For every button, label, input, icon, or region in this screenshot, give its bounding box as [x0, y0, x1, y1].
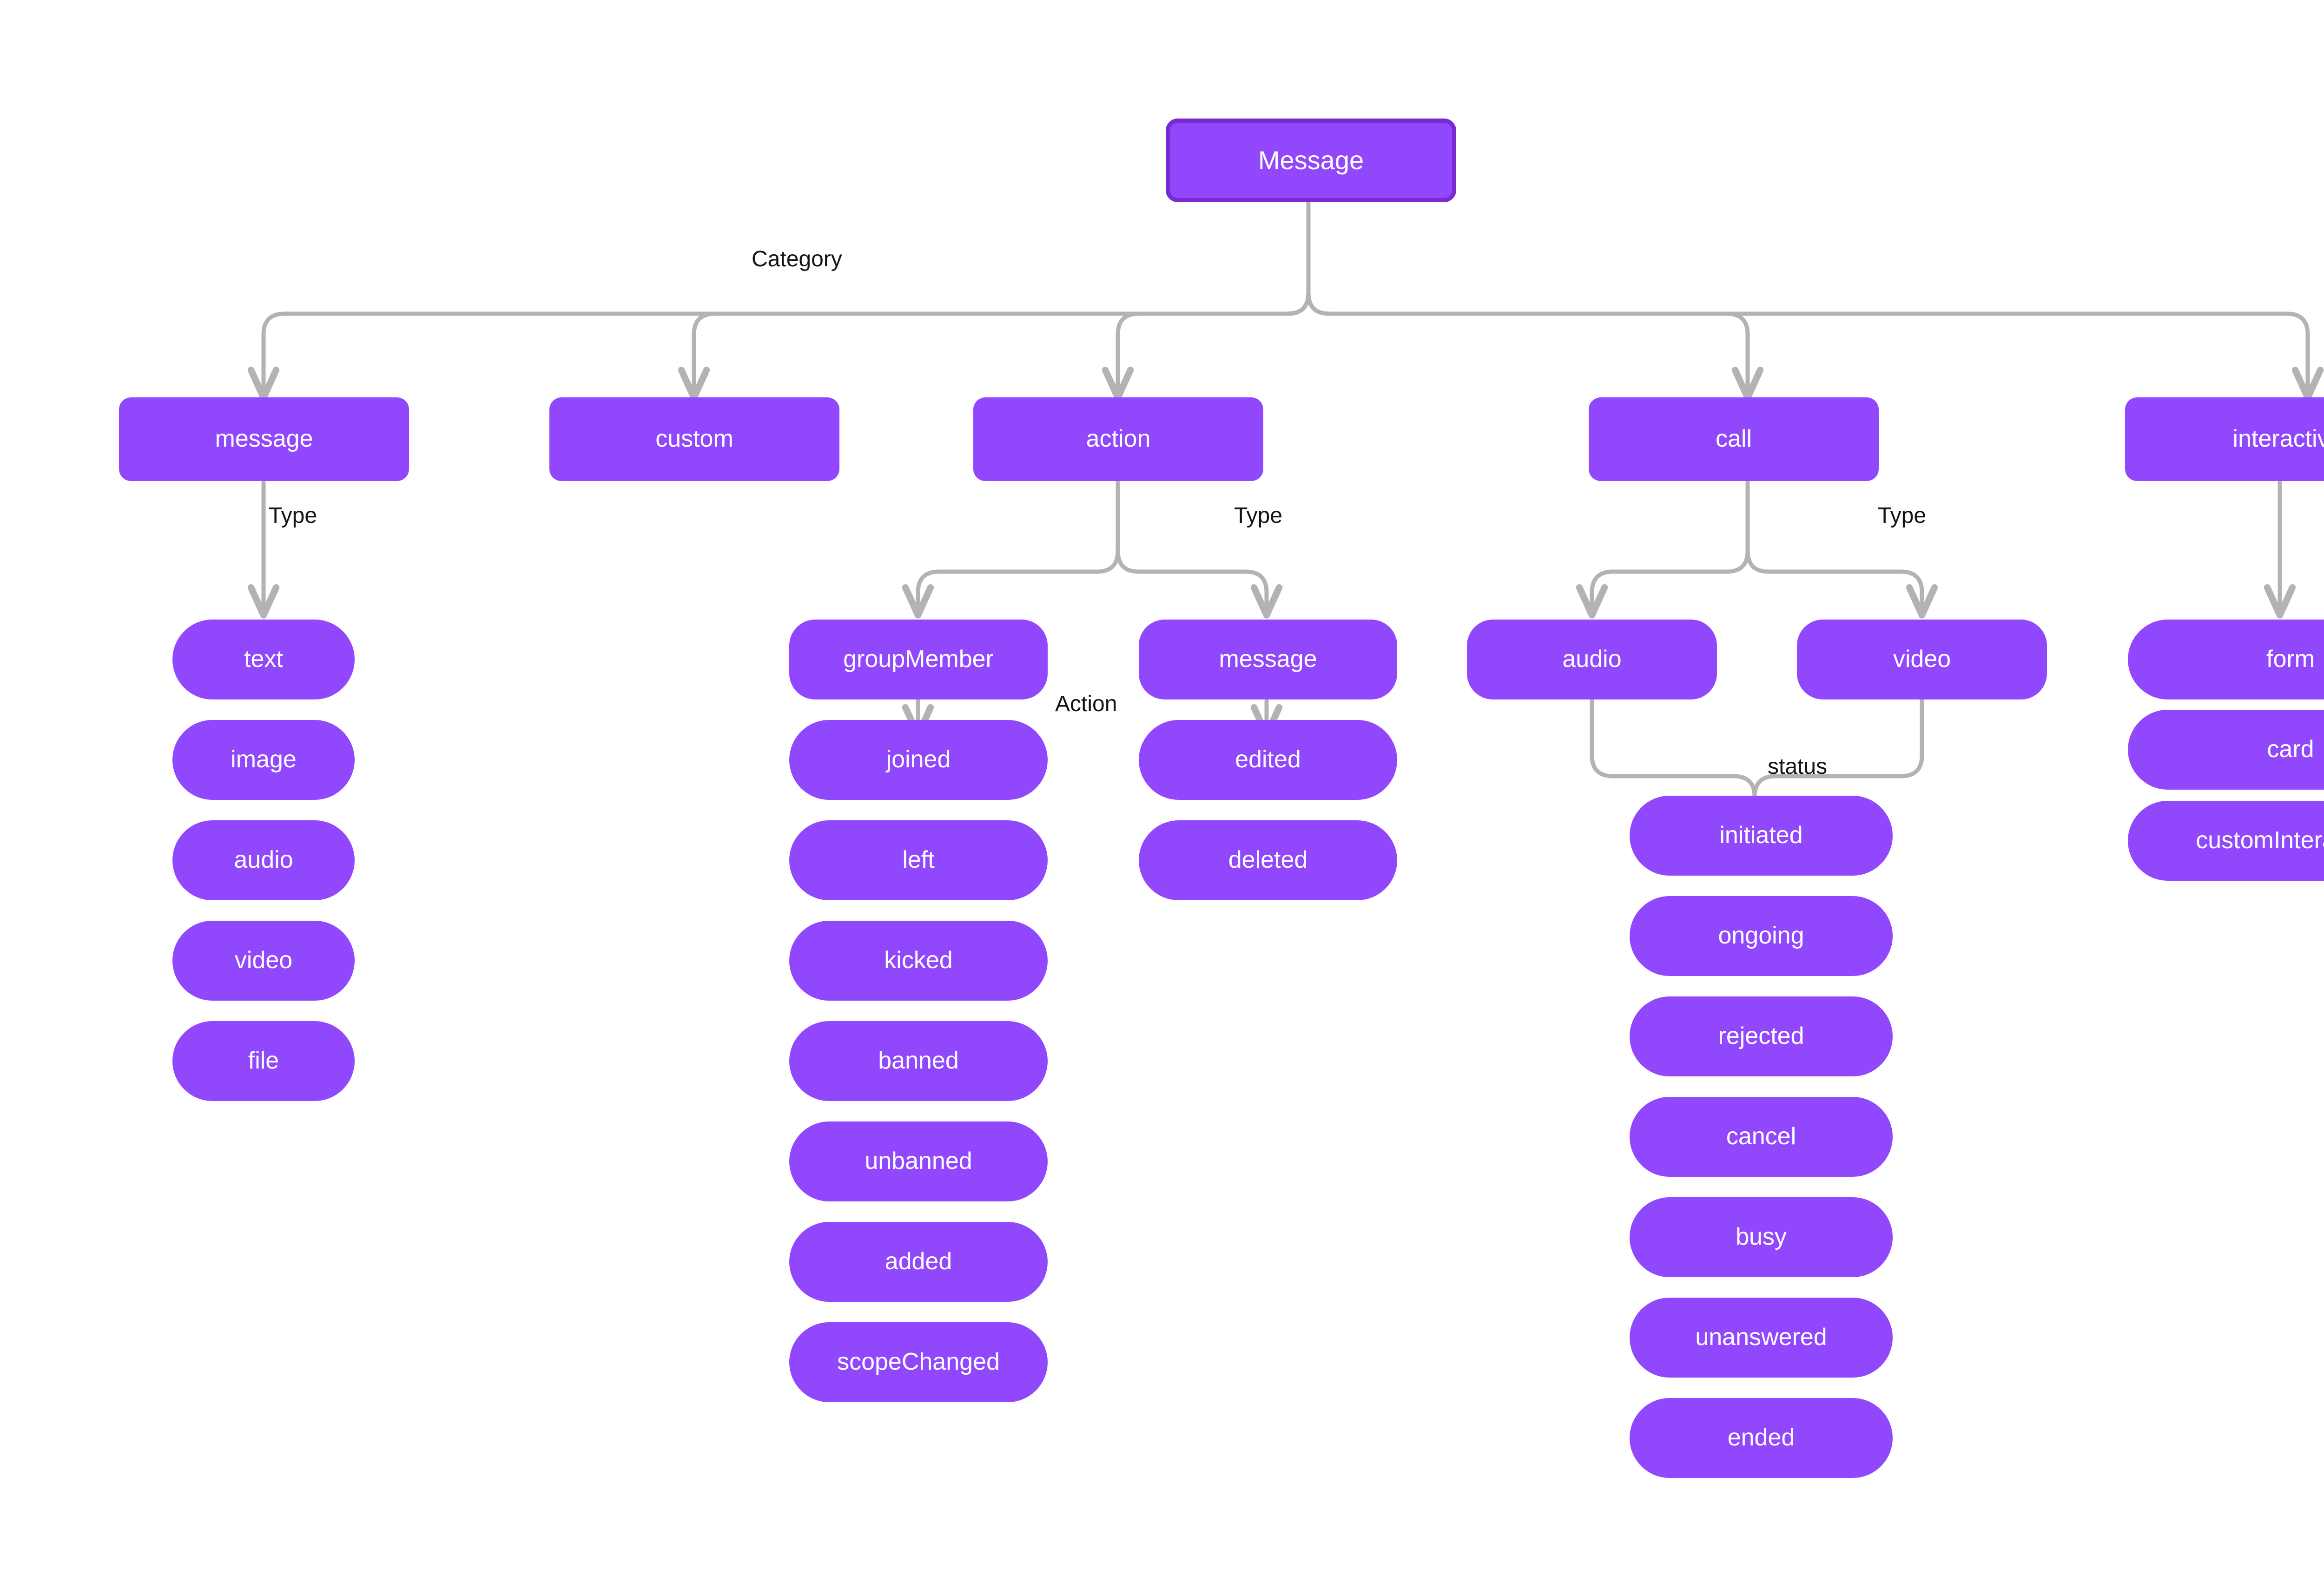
node-category-custom[interactable]: custom [549, 397, 839, 481]
edge-label-status: status [1768, 754, 1828, 779]
node-interactive-type-form[interactable]: form [2128, 620, 2324, 699]
node-message-type-text[interactable]: text [172, 620, 355, 699]
node-call-status-initiated[interactable]: initiated [1630, 796, 1893, 876]
node-category-action[interactable]: action [973, 397, 1263, 481]
node-interactive-type-card[interactable]: card [2128, 710, 2324, 790]
node-call-status-cancel[interactable]: cancel [1630, 1097, 1893, 1177]
node-groupmember-action-scopechanged[interactable]: scopeChanged [789, 1322, 1048, 1402]
node-groupmember-action-banned[interactable]: banned [789, 1021, 1048, 1101]
node-action-type-groupmember[interactable]: groupMember [789, 620, 1048, 699]
node-call-status-rejected[interactable]: rejected [1630, 996, 1893, 1076]
node-groupmember-action-left[interactable]: left [789, 820, 1048, 900]
node-message-action-edited[interactable]: edited [1139, 720, 1397, 800]
node-groupmember-action-joined[interactable]: joined [789, 720, 1048, 800]
node-call-status-unanswered[interactable]: unanswered [1630, 1298, 1893, 1378]
node-call-status-ongoing[interactable]: ongoing [1630, 896, 1893, 976]
node-call-status-busy[interactable]: busy [1630, 1197, 1893, 1277]
edge-label-category: Category [752, 247, 842, 271]
node-message-action-deleted[interactable]: deleted [1139, 820, 1397, 900]
edge-label-type-message: Type [269, 503, 317, 528]
edge-label-action: Action [1055, 692, 1117, 716]
edge-label-type-call: Type [1878, 503, 1927, 528]
node-groupmember-action-unbanned[interactable]: unbanned [789, 1121, 1048, 1201]
node-category-message[interactable]: message [119, 397, 409, 481]
node-groupmember-action-added[interactable]: added [789, 1222, 1048, 1302]
node-message-type-file[interactable]: file [172, 1021, 355, 1101]
node-message-type-image[interactable]: image [172, 720, 355, 800]
node-category-interactive[interactable]: interactive [2125, 397, 2324, 481]
node-root-message[interactable]: Message [1166, 119, 1456, 202]
node-groupmember-action-kicked[interactable]: kicked [789, 921, 1048, 1001]
node-call-type-video[interactable]: video [1797, 620, 2047, 699]
node-message-type-video[interactable]: video [172, 921, 355, 1001]
node-interactive-type-custominteractive[interactable]: customInteractive [2128, 801, 2324, 881]
edge-label-type-action: Type [1234, 503, 1283, 528]
node-category-call[interactable]: call [1589, 397, 1879, 481]
node-action-type-message[interactable]: message [1139, 620, 1397, 699]
node-message-type-audio[interactable]: audio [172, 820, 355, 900]
node-call-type-audio[interactable]: audio [1467, 620, 1717, 699]
node-call-status-ended[interactable]: ended [1630, 1398, 1893, 1478]
